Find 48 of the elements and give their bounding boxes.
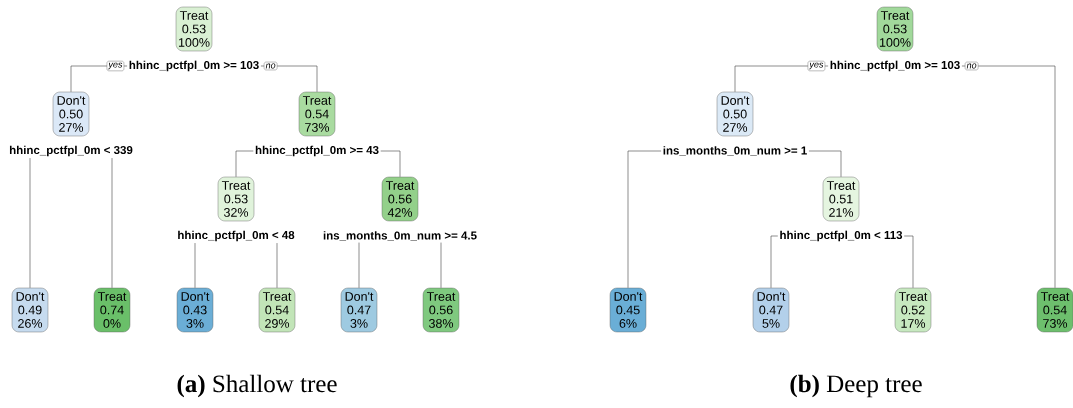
split-condition: hhinc_pctfpl_0m < 113	[780, 230, 903, 242]
edge-label: no	[263, 61, 278, 71]
split-condition: hhinc_pctfpl_0m < 48	[178, 230, 295, 242]
split-condition: hhinc_pctfpl_0m >= 103	[830, 60, 960, 72]
tree-node-box: Treat 0.54 29%	[258, 287, 296, 333]
tree-branch	[903, 235, 914, 289]
tree-node-box: Treat 0.52 17%	[894, 287, 932, 333]
tree-node-box: Treat 0.53 100%	[876, 6, 914, 52]
tree-node-box: Treat 0.51 21%	[822, 176, 860, 222]
tree-branch	[235, 150, 254, 178]
tree-node-box: Don't 0.50 27%	[52, 91, 90, 137]
tree-node-box: Treat 0.56 38%	[422, 287, 460, 333]
tree-branch	[194, 242, 196, 289]
tree-node-box: Treat 0.53 32%	[217, 176, 255, 222]
tree-branch	[770, 235, 779, 289]
tree-branch	[358, 242, 360, 289]
split-condition: hhinc_pctfpl_0m >= 103	[129, 60, 259, 72]
tree-node-box: Don't 0.45 6%	[609, 287, 647, 333]
tree-node-box: Treat 0.54 73%	[1036, 287, 1073, 333]
tree-node-box: Treat 0.53 100%	[175, 6, 213, 52]
edge-label: yes	[106, 60, 125, 72]
split-condition: hhinc_pctfpl_0m >= 43	[255, 145, 379, 157]
edge-label: yes	[807, 60, 826, 72]
tree-branch	[260, 65, 318, 93]
tree-branch	[734, 65, 829, 93]
tree-branch	[276, 242, 278, 289]
tree-branch	[627, 150, 662, 289]
tree-node-box: Don't 0.50 27%	[716, 91, 754, 137]
tree-node-box: Don't 0.47 5%	[752, 287, 790, 333]
tree-branch	[961, 65, 1056, 289]
tree-node-box: Treat 0.56 42%	[381, 176, 419, 222]
edge-label: no	[964, 61, 979, 71]
tree-node-box: Don't 0.43 3%	[176, 287, 214, 333]
split-condition: ins_months_0m_num >= 1	[663, 146, 807, 156]
tree-branch	[29, 157, 31, 289]
subfigure-caption: (a) Shallow tree	[177, 374, 337, 398]
tree-branch	[440, 242, 442, 289]
split-condition: ins_months_0m_num >= 4.5	[323, 231, 477, 241]
tree-branch	[70, 65, 128, 93]
tree-node-box: Treat 0.54 73%	[298, 91, 336, 137]
tree-node-box: Don't 0.47 3%	[340, 287, 378, 333]
tree-branch	[111, 157, 113, 289]
tree-branch	[808, 150, 842, 178]
subfigure-caption: (b) Deep tree	[790, 374, 922, 398]
split-condition: hhinc_pctfpl_0m < 339	[9, 145, 133, 157]
tree-node-box: Don't 0.49 26%	[11, 287, 49, 333]
tree-branch	[380, 150, 401, 178]
tree-node-box: Treat 0.74 0%	[93, 287, 131, 333]
